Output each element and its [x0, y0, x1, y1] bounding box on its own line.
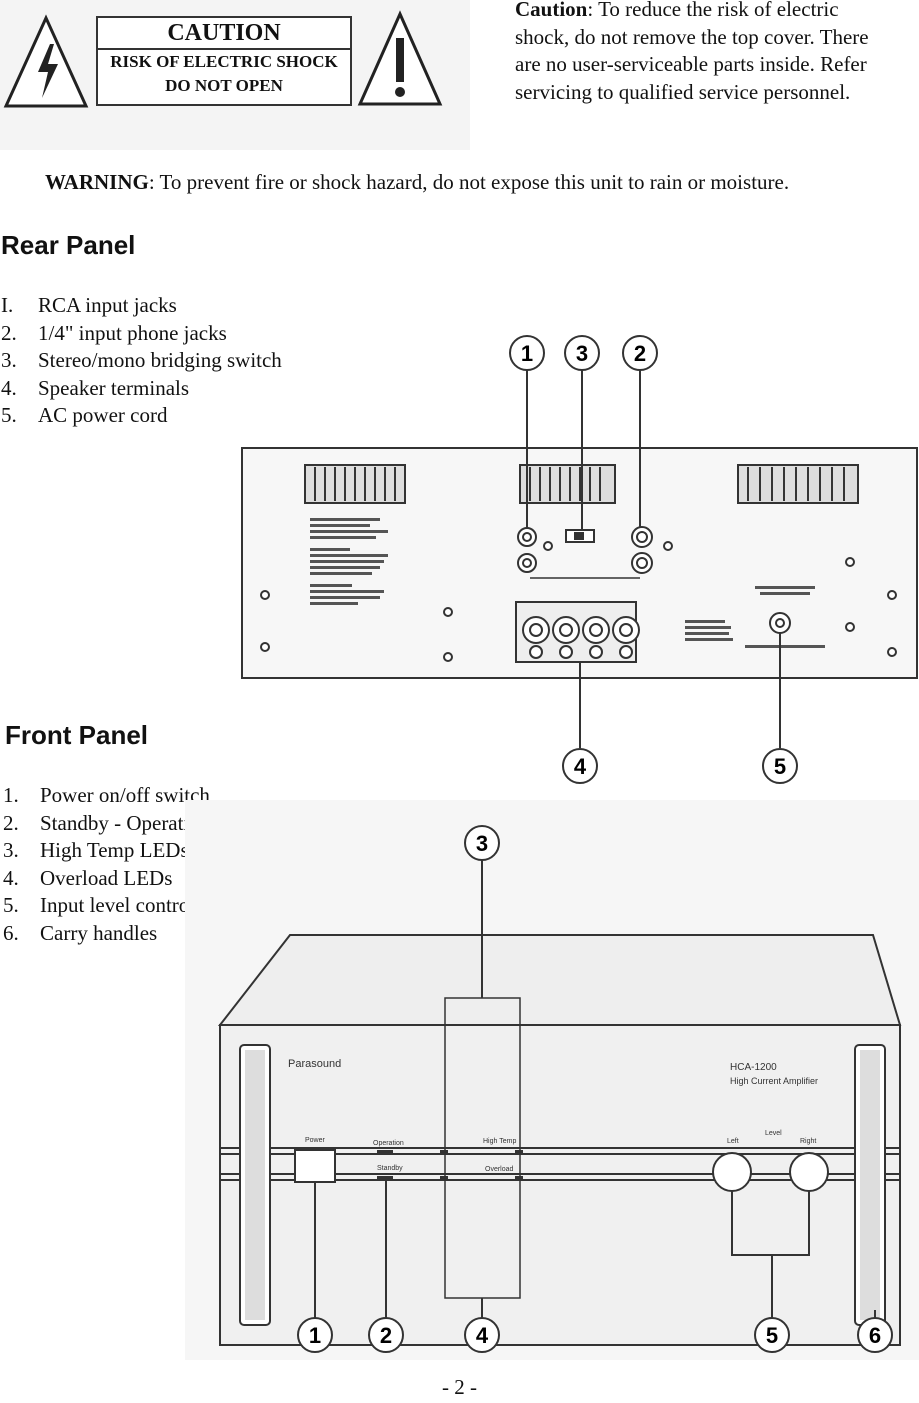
callout-circles: [509, 335, 798, 784]
list-item-text: High Temp LEDs: [40, 838, 189, 862]
front-panel-illustration: Parasound HCA-1200 High Current Amplifie…: [185, 800, 919, 1360]
page-number: - 2 -: [442, 1375, 477, 1399]
list-item-text: RCA input jacks: [38, 293, 177, 317]
list-item-number: 2.: [1, 320, 17, 345]
list-item: 4. Speaker terminals: [1, 375, 282, 403]
callout-3: 3: [576, 341, 588, 366]
caution-banner-line3: DO NOT OPEN: [165, 76, 283, 95]
caution-note: Caution: To reduce the risk of electric …: [515, 0, 895, 106]
right-label: Right: [800, 1138, 816, 1145]
bridging-switch: [565, 529, 595, 543]
list-item-text: Power on/off switch: [40, 783, 210, 807]
brand-label: Parasound: [288, 1058, 341, 1070]
subtitle-label: High Current Amplifier: [730, 1076, 818, 1086]
list-item-number: I.: [1, 293, 14, 317]
front-callout-2: 2: [380, 1323, 392, 1348]
list-item-text: AC power cord: [38, 403, 168, 427]
operation-label: Operation: [373, 1140, 404, 1147]
carry-handle-right: [854, 1044, 886, 1326]
carry-handle-left: [239, 1044, 271, 1326]
list-item-number: 3.: [1, 348, 17, 372]
list-item-number: 4.: [1, 375, 17, 400]
callout-4: 4: [574, 754, 587, 779]
list-item-text: Speaker terminals: [38, 375, 190, 400]
rear-panel-list: I. RCA input jacks 2. 1/4" input phone jac…: [1, 292, 282, 430]
caution-banner: CAUTION RISK OF ELECTRIC SHOCK DO NOT OP…: [96, 16, 352, 106]
caution-banner-title: CAUTION: [98, 18, 350, 50]
caution-banner-line2: RISK OF ELECTRIC SHOCK: [110, 52, 338, 71]
caution-graphic: CAUTION RISK OF ELECTRIC SHOCK DO NOT OP…: [0, 0, 470, 150]
overload-label: Overload: [485, 1166, 514, 1173]
list-item: I. RCA input jacks: [1, 292, 282, 320]
phone-input-jacks: [631, 526, 653, 574]
list-item: 5. Input level controls: [3, 892, 265, 920]
front-callout-4: 4: [476, 1323, 489, 1348]
callout-lines: [526, 370, 781, 748]
list-item: 1. Power on/off switch: [3, 782, 265, 810]
rear-panel-illustration: 1 3 2 4 5: [241, 335, 918, 784]
list-item-number: 3.: [3, 838, 19, 862]
level-label: Level: [765, 1130, 782, 1137]
list-item-number: 4.: [3, 865, 19, 890]
vent-right: [737, 464, 859, 504]
caution-label: Caution: [515, 0, 588, 21]
caution-graphic-svg: [3, 10, 443, 108]
list-item-number: 1.: [3, 783, 19, 807]
speaker-terminals: [515, 601, 640, 663]
list-item: 2. 1/4" input phone jacks: [1, 320, 282, 348]
warning-note: WARNING: To prevent fire or shock hazard…: [45, 169, 905, 197]
power-label: Power: [305, 1137, 326, 1144]
high-temp-label: High Temp: [483, 1138, 516, 1145]
warning-text: : To prevent fire or shock hazard, do no…: [148, 170, 790, 194]
exclamation-warning-icon: [357, 10, 443, 106]
rear-label-text: [310, 518, 825, 648]
left-label: Left: [727, 1138, 739, 1145]
list-item-text: 1/4" input phone jacks: [38, 320, 227, 345]
front-panel-heading: Front Panel: [5, 720, 149, 750]
list-item: 6. Carry handles: [3, 920, 265, 948]
standby-label: Standby: [377, 1165, 403, 1172]
caution-text: : To reduce the risk of electric shock, …: [515, 0, 869, 104]
warning-label: WARNING: [45, 170, 149, 194]
front-callout-5: 5: [766, 1323, 778, 1348]
list-item-number: 5.: [3, 893, 19, 917]
level-knobs: [712, 1152, 829, 1192]
list-item: 5. AC power cord: [1, 402, 282, 430]
model-label: HCA-1200: [730, 1062, 777, 1073]
ac-power-cord: [769, 612, 791, 634]
callout-1: 1: [521, 341, 533, 366]
front-panel-list: 1.Power on/off switch 2.Standby - Operat…: [3, 782, 265, 947]
list-item-text: Overload LEDs: [40, 865, 173, 890]
callout-2: 2: [634, 341, 646, 366]
list-item-number: 5.: [1, 403, 17, 427]
list-item: 4. Overload LEDs: [3, 865, 265, 893]
list-item-number: 2.: [3, 810, 19, 835]
list-item: 3. Stereo/mono bridging switch: [1, 347, 282, 375]
list-item-number: 6.: [3, 920, 19, 945]
list-item-text: Input level controls: [40, 893, 204, 917]
power-switch: [294, 1149, 336, 1183]
front-callout-lines: [314, 860, 876, 1318]
front-callout-circles: [297, 825, 893, 1353]
list-item-text: Carry handles: [40, 920, 158, 945]
list-item: 3. High Temp LEDs: [3, 837, 265, 865]
front-callout-3: 3: [476, 831, 488, 856]
lightning-warning-icon: [3, 14, 89, 108]
front-callout-1: 1: [309, 1323, 321, 1348]
rear-panel-heading: Rear Panel: [1, 230, 136, 260]
screws: [260, 541, 897, 662]
front-callout-6: 6: [869, 1323, 881, 1348]
list-item-text: Stereo/mono bridging switch: [38, 348, 282, 372]
leds: [377, 1150, 523, 1180]
callout-5: 5: [774, 754, 786, 779]
